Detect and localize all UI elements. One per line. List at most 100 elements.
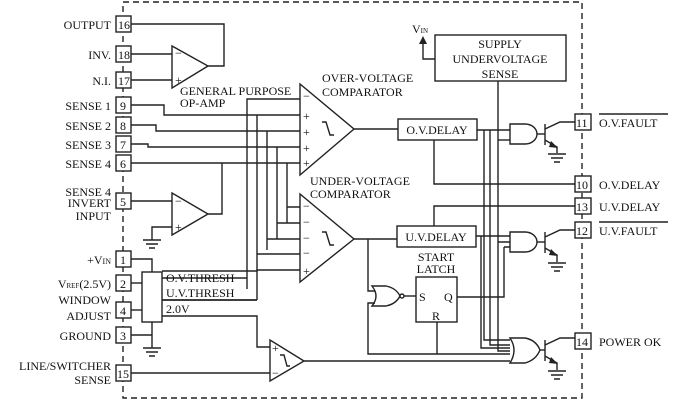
svg-text:UNDER-VOLTAGE: UNDER-VOLTAGE	[310, 174, 410, 188]
svg-text:SENSE 2: SENSE 2	[65, 119, 111, 133]
start-latch: START LATCH S Q R	[415, 247, 505, 354]
svg-text:−: −	[272, 366, 279, 380]
hysteresis-icon	[322, 231, 334, 246]
svg-text:Q: Q	[444, 290, 453, 304]
pin-6: 6 SENSE 4	[65, 154, 132, 172]
svg-text:2: 2	[120, 277, 126, 291]
pin-1: 1 +VIN	[87, 250, 132, 268]
ov-delay-block: O.V.DELAY	[354, 118, 576, 346]
svg-text:+: +	[303, 264, 310, 278]
svg-text:+: +	[303, 156, 310, 170]
svg-text:U.V.THRESH: U.V.THRESH	[166, 286, 235, 300]
svg-text:U.V.DELAY: U.V.DELAY	[405, 230, 467, 244]
svg-text:9: 9	[120, 99, 126, 113]
svg-text:−: −	[175, 46, 182, 60]
svg-text:−: −	[303, 231, 310, 245]
power-ok-transistor	[544, 337, 576, 380]
nor-gate	[367, 239, 510, 355]
pin-14: 14 POWER OK	[574, 332, 662, 350]
svg-text:SENSE: SENSE	[74, 373, 111, 387]
svg-text:18: 18	[118, 48, 130, 62]
pin-7: 7 SENSE 3	[65, 135, 132, 153]
svg-text:1: 1	[120, 253, 126, 267]
pin-13: 13 U.V.DELAY	[574, 197, 661, 215]
svg-text:2.0V: 2.0V	[166, 302, 190, 316]
ground-icon	[548, 153, 566, 163]
pin-10: 10 O.V.DELAY	[574, 175, 661, 193]
svg-text:14: 14	[576, 335, 588, 349]
svg-text:WINDOW: WINDOW	[58, 293, 111, 307]
svg-text:SENSE 1: SENSE 1	[65, 99, 111, 113]
hysteresis-icon	[280, 354, 290, 367]
supply-undervoltage-sense: SUPPLY UNDERVOLTAGE SENSE VIN	[412, 22, 567, 352]
svg-text:OP-AMP: OP-AMP	[180, 96, 226, 110]
svg-text:3: 3	[120, 329, 126, 343]
svg-text:12: 12	[576, 224, 588, 238]
svg-text:O.V.FAULT: O.V.FAULT	[599, 116, 658, 130]
svg-text:GENERAL PURPOSE: GENERAL PURPOSE	[180, 84, 291, 98]
svg-text:−: −	[303, 215, 310, 229]
svg-text:COMPARATOR: COMPARATOR	[310, 187, 391, 201]
svg-text:O.V.DELAY: O.V.DELAY	[599, 178, 661, 192]
svg-text:INVERT: INVERT	[68, 196, 112, 210]
uv-delay-block: U.V.DELAY	[354, 205, 576, 349]
pin-12: 12 U.V.FAULT	[574, 221, 668, 239]
svg-text:−: −	[303, 199, 310, 213]
svg-text:U.V.DELAY: U.V.DELAY	[599, 200, 661, 214]
svg-text:+: +	[303, 109, 310, 123]
pin-3: 3 GROUND	[60, 326, 132, 344]
svg-text:POWER OK: POWER OK	[599, 335, 662, 349]
svg-text:7: 7	[120, 138, 126, 152]
svg-text:17: 17	[118, 74, 130, 88]
svg-text:UNDERVOLTAGE: UNDERVOLTAGE	[453, 52, 548, 66]
svg-text:N.I.: N.I.	[92, 74, 111, 88]
over-voltage-comparator: − + + + + OVER-VOLTAGE COMPARATOR	[299, 71, 413, 177]
svg-text:OVER-VOLTAGE: OVER-VOLTAGE	[322, 71, 413, 85]
ground-icon	[143, 347, 161, 357]
svg-text:10: 10	[576, 178, 588, 192]
svg-text:SUPPLY: SUPPLY	[478, 37, 522, 51]
svg-text:ADJUST: ADJUST	[66, 309, 111, 323]
line-sense-comparator: + −	[131, 338, 510, 383]
svg-text:−: −	[303, 246, 310, 260]
svg-text:START: START	[418, 250, 455, 264]
sense4-invert-opamp: − +	[131, 163, 223, 249]
svg-text:6: 6	[120, 157, 126, 171]
uv-and-gate	[498, 231, 545, 253]
pin-18: 18 INV.	[88, 45, 132, 63]
svg-text:−: −	[175, 194, 182, 208]
svg-text:+: +	[175, 73, 182, 87]
svg-text:VREF(2.5V): VREF(2.5V)	[58, 277, 111, 291]
svg-text:INV.: INV.	[88, 48, 111, 62]
svg-text:U.V.FAULT: U.V.FAULT	[599, 224, 658, 238]
hysteresis-icon	[322, 121, 334, 136]
svg-text:SENSE: SENSE	[482, 67, 519, 81]
pin-8: 8 SENSE 2	[65, 116, 132, 134]
pin-4: 4 WINDOW ADJUST	[58, 293, 132, 323]
pin-11: 11 O.V.FAULT	[574, 113, 668, 131]
svg-text:SENSE 4: SENSE 4	[65, 185, 111, 199]
svg-text:+: +	[303, 141, 310, 155]
pin-15: 15 LINE/SWITCHER SENSE	[19, 359, 132, 387]
svg-text:11: 11	[576, 116, 588, 130]
svg-text:5: 5	[120, 195, 126, 209]
ov-fault-transistor	[544, 121, 576, 163]
svg-text:SENSE 3: SENSE 3	[65, 138, 111, 152]
svg-text:+VIN: +VIN	[87, 253, 111, 267]
ground-icon	[548, 370, 566, 380]
pin-16: 16 OUTPUT	[64, 15, 132, 33]
svg-text:GROUND: GROUND	[60, 329, 112, 343]
ov-and-gate	[498, 123, 545, 145]
svg-text:OUTPUT: OUTPUT	[64, 18, 112, 32]
svg-text:−: −	[303, 89, 310, 103]
pin-9: 9 SENSE 1	[65, 96, 132, 114]
svg-text:4: 4	[120, 304, 126, 318]
under-voltage-comparator: − − − − + UNDER-VOLTAGE COMPARATOR	[299, 174, 410, 284]
arrow-up-icon	[419, 36, 427, 44]
svg-text:13: 13	[576, 200, 588, 214]
svg-text:SENSE 4: SENSE 4	[65, 157, 111, 171]
svg-text:VIN: VIN	[412, 22, 428, 36]
svg-text:+: +	[303, 125, 310, 139]
svg-text:LINE/SWITCHER: LINE/SWITCHER	[19, 359, 111, 373]
